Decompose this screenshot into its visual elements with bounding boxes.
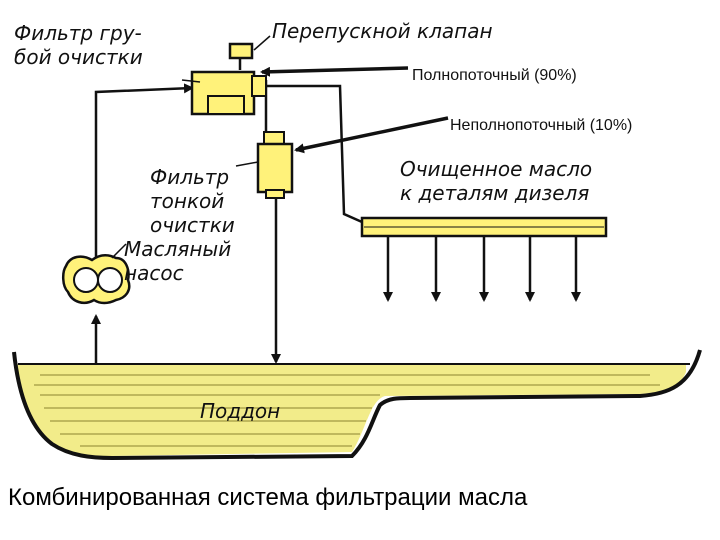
coarse-filter-leader: [181, 79, 201, 83]
bypass-valve-leader: [253, 35, 271, 51]
fine-filter-label-line3: очистки: [150, 213, 235, 237]
sump: Поддон: [12, 349, 702, 461]
clean-oil-label-line2: к деталям дизеля: [400, 181, 589, 205]
fine-filter-label-line1: Фильтр: [150, 165, 229, 189]
coarse-filter-label-line1: Фильтр гру-: [14, 21, 142, 45]
distribution-outlets: [383, 236, 581, 302]
coarse-filter-outlet: [251, 75, 267, 97]
oil-pump-label-line2: насос: [124, 261, 184, 285]
bypass-valve: [228, 42, 254, 60]
fine-filter-body: [256, 142, 294, 194]
oil-pump: [62, 254, 131, 305]
fine-filter-top: [263, 131, 285, 145]
coarse-filter-label-line2: бой очистки: [14, 45, 143, 69]
partial-flow-arrow: [294, 116, 449, 154]
full-flow-annotation: Полнопоточный (90%): [412, 67, 577, 84]
coarse-filter-cap: [207, 95, 245, 115]
pump-leader: [111, 243, 127, 259]
partial-flow-annotation: Неполнопоточный (10%): [450, 117, 632, 134]
oil-pump-gear-left: [73, 267, 99, 293]
sump-oil: [16, 364, 686, 456]
bypass-valve-label: Перепускной клапан: [272, 19, 493, 43]
full-flow-arrow: [260, 66, 409, 77]
oil-pump-label-line1: Масляный: [124, 237, 231, 261]
pump-to-coarse-filter-pipe: [94, 83, 194, 258]
fine-filter: [256, 131, 294, 199]
leader-lines: [111, 35, 271, 259]
sump-oil-ripples: [34, 374, 660, 447]
fine-filter-bottom: [265, 189, 285, 199]
coarse-filter: [190, 42, 267, 116]
oil-pump-gear-right: [97, 267, 123, 293]
clean-oil-label-line1: Очищенное масло: [400, 157, 592, 181]
fine-filter-label-line2: тонкой: [150, 189, 224, 213]
sump-label: Поддон: [200, 399, 280, 423]
diagram-caption: Комбинированная система фильтрации масла: [8, 484, 528, 511]
distribution-rail: [360, 216, 608, 302]
sump-wall: [12, 349, 702, 461]
annotation-arrows: [260, 66, 449, 154]
fine-filter-leader: [235, 161, 259, 167]
main-line-pipe: [258, 84, 363, 224]
